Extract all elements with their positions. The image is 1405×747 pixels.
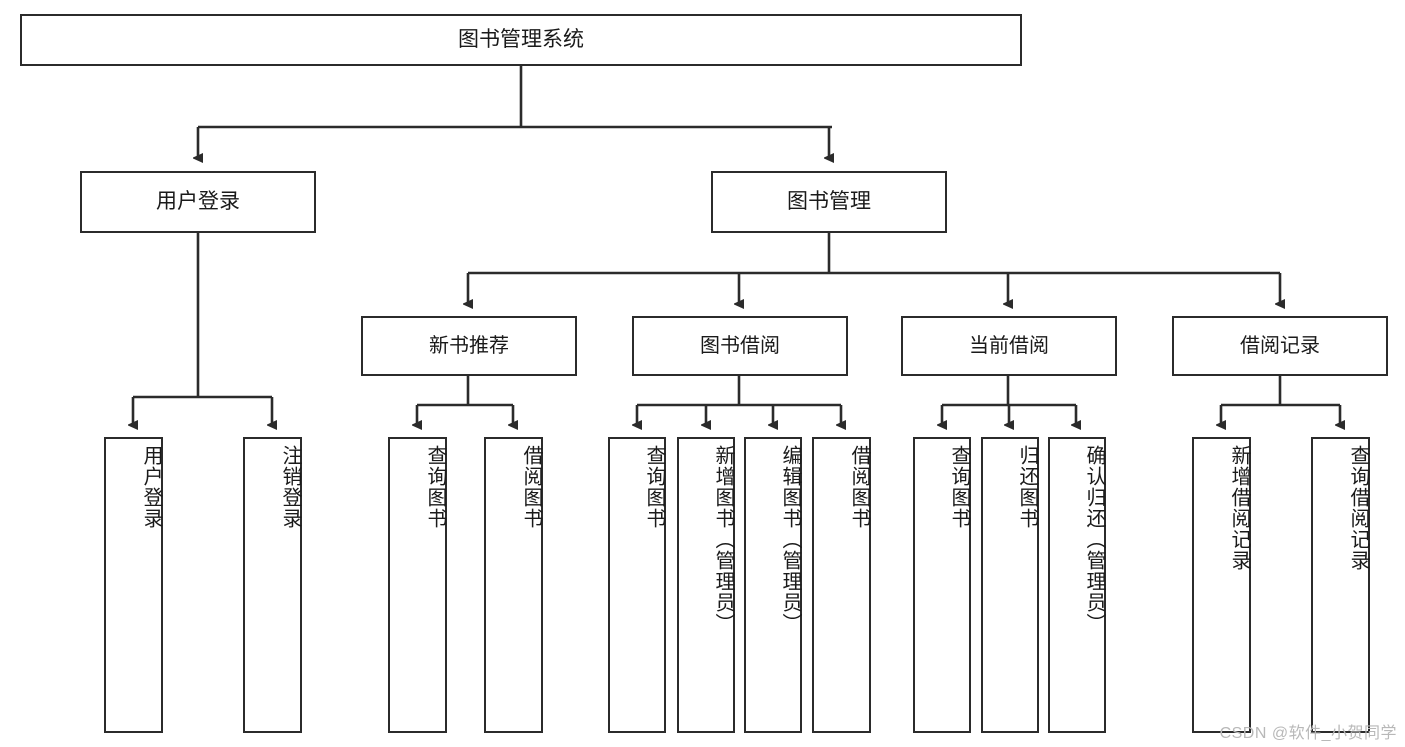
leaf-borrow-book-2[interactable]: 借阅图书 — [812, 437, 871, 733]
node-borrow-record[interactable]: 借阅记录 — [1172, 316, 1388, 376]
node-new-book-rec[interactable]: 新书推荐 — [361, 316, 577, 376]
node-label: 用户登录 — [156, 189, 240, 213]
node-label: 用户登录 — [140, 445, 162, 529]
leaf-query-book-1[interactable]: 查询图书 — [388, 437, 447, 733]
node-label: 图书管理 — [787, 189, 871, 213]
csdn-watermark: CSDN @软件_小贺同学 — [1219, 725, 1397, 742]
node-book-borrow[interactable]: 图书借阅 — [632, 316, 848, 376]
leaf-add-record[interactable]: 新增借阅记录 — [1192, 437, 1251, 733]
node-label: 注销登录 — [279, 445, 301, 529]
node-label: 新增图书（管理员） — [712, 445, 734, 634]
node-label: 归还图书 — [1016, 445, 1038, 529]
node-label: 查询图书 — [643, 445, 665, 529]
node-label: 查询图书 — [424, 445, 446, 529]
node-label: 借阅图书 — [520, 445, 542, 529]
node-current-borrow[interactable]: 当前借阅 — [901, 316, 1117, 376]
leaf-return-book[interactable]: 归还图书 — [981, 437, 1039, 733]
node-label: 查询借阅记录 — [1347, 445, 1369, 571]
node-label: 确认归还（管理员） — [1083, 445, 1105, 634]
node-book-manage[interactable]: 图书管理 — [711, 171, 947, 233]
node-label: 图书管理系统 — [458, 27, 584, 51]
node-label: 图书借阅 — [700, 334, 780, 357]
node-label: 借阅图书 — [848, 445, 870, 529]
leaf-edit-book[interactable]: 编辑图书（管理员） — [744, 437, 802, 733]
node-label: 新书推荐 — [429, 334, 509, 357]
leaf-query-book-2[interactable]: 查询图书 — [608, 437, 666, 733]
node-label: 当前借阅 — [969, 334, 1049, 357]
node-label: 借阅记录 — [1240, 334, 1320, 357]
node-user-login[interactable]: 用户登录 — [80, 171, 316, 233]
leaf-logout[interactable]: 注销登录 — [243, 437, 302, 733]
node-label: 新增借阅记录 — [1228, 445, 1250, 571]
leaf-add-book[interactable]: 新增图书（管理员） — [677, 437, 735, 733]
leaf-borrow-book-1[interactable]: 借阅图书 — [484, 437, 543, 733]
leaf-query-book-3[interactable]: 查询图书 — [913, 437, 971, 733]
node-label: 编辑图书（管理员） — [779, 445, 801, 634]
leaf-user-login[interactable]: 用户登录 — [104, 437, 163, 733]
leaf-query-record[interactable]: 查询借阅记录 — [1311, 437, 1370, 733]
node-label: 查询图书 — [948, 445, 970, 529]
leaf-confirm-return[interactable]: 确认归还（管理员） — [1048, 437, 1106, 733]
node-root-system[interactable]: 图书管理系统 — [20, 14, 1022, 66]
